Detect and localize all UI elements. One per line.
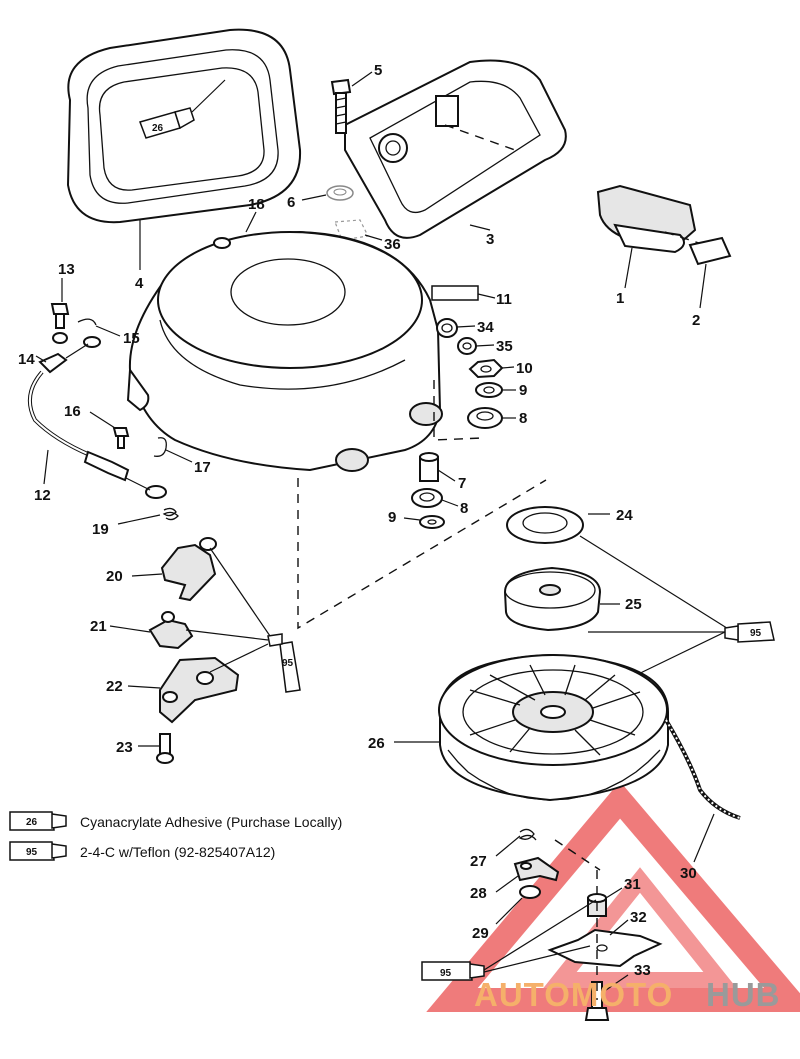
tube-95-bottom-label: 95 xyxy=(440,968,452,979)
callout-28: 28 xyxy=(470,885,487,902)
callout-5: 5 xyxy=(374,62,382,79)
part-11-decal xyxy=(431,285,496,301)
watermark-text: AUTOMOTO HUB xyxy=(474,976,781,1013)
part-35-grommet xyxy=(457,337,495,355)
callout-12: 12 xyxy=(34,487,51,504)
callout-20: 20 xyxy=(106,568,123,585)
callout-13: 13 xyxy=(58,261,75,278)
callout-16: 16 xyxy=(64,403,81,420)
part-13-screw xyxy=(50,278,70,329)
callout-25: 25 xyxy=(625,596,642,613)
part-9-washer-lower xyxy=(403,515,445,529)
legend-tube-95: 95 2-4-C w/Teflon (92-825407A12) xyxy=(9,841,275,861)
legend-tube-26: 26 Cyanacrylate Adhesive (Purchase Local… xyxy=(9,811,342,831)
adhesive-tube-26: 26 xyxy=(139,79,226,139)
callout-27: 27 xyxy=(470,853,487,870)
callout-4: 4 xyxy=(135,275,144,292)
part-33-bolt xyxy=(584,974,629,1021)
part-34-grommet xyxy=(436,318,476,338)
callout-23: 23 xyxy=(116,739,133,756)
part-36-clip xyxy=(334,219,383,241)
legend-text-95: 2-4-C w/Teflon (92-825407A12) xyxy=(80,844,275,860)
grease-tube-95-bottom: 95 xyxy=(421,899,597,981)
part-8-bushing-upper xyxy=(467,407,516,429)
callout-34: 34 xyxy=(477,319,494,336)
legend-code-95: 95 xyxy=(26,847,38,858)
part-5-screw xyxy=(330,71,373,134)
part-23-screw xyxy=(138,733,174,764)
legend-code-26: 26 xyxy=(26,817,38,828)
part-25-drive-cam xyxy=(503,566,730,633)
tube-95-right-label: 95 xyxy=(750,628,762,639)
part-29-clip xyxy=(495,885,541,925)
callout-9a: 9 xyxy=(519,382,527,399)
part-15-clip xyxy=(77,318,121,337)
part-30-rope xyxy=(664,718,741,863)
callout-8b: 8 xyxy=(460,500,468,517)
tube-26-label: 26 xyxy=(152,123,164,134)
part-18-housing xyxy=(126,211,547,630)
part-17-clip xyxy=(153,437,193,463)
part-21-cam xyxy=(109,611,269,650)
callout-22: 22 xyxy=(106,678,123,695)
callout-17: 17 xyxy=(194,459,211,476)
callout-31: 31 xyxy=(624,876,641,893)
callout-9b: 9 xyxy=(388,509,396,526)
part-3-bracket xyxy=(344,59,567,239)
part-14-terminal xyxy=(35,332,101,374)
callout-33: 33 xyxy=(634,962,651,979)
callout-18: 18 xyxy=(248,196,265,213)
grease-tube-95-left: 95 xyxy=(267,633,301,693)
part-26-pulley xyxy=(394,653,669,802)
tube-95-left-label: 95 xyxy=(282,658,294,669)
part-16-screw xyxy=(89,411,130,449)
callout-15: 15 xyxy=(123,330,140,347)
callout-26: 26 xyxy=(368,735,385,752)
part-12-ground-wire xyxy=(27,370,167,499)
part-8-bushing-lower xyxy=(411,488,459,508)
legend-text-26: Cyanacrylate Adhesive (Purchase Locally) xyxy=(80,814,342,830)
watermark-triangle-outer xyxy=(426,781,800,1012)
watermark-text-b: HUB xyxy=(706,976,781,1013)
callout-24: 24 xyxy=(616,507,633,524)
callout-8a: 8 xyxy=(519,410,527,427)
callout-10: 10 xyxy=(516,360,533,377)
part-27-spring xyxy=(495,828,537,857)
callout-3: 3 xyxy=(486,231,494,248)
part-6-washer xyxy=(301,185,354,201)
callout-32: 32 xyxy=(630,909,647,926)
part-10-nut xyxy=(468,358,515,379)
callout-2: 2 xyxy=(692,312,700,329)
callout-6: 6 xyxy=(287,194,295,211)
part-9-washer-upper xyxy=(475,382,516,398)
part-32-plate xyxy=(547,919,663,968)
part-28-pawl xyxy=(495,856,560,893)
part-2-insert xyxy=(688,236,732,309)
legend: 26 Cyanacrylate Adhesive (Purchase Local… xyxy=(9,811,342,861)
callout-36: 36 xyxy=(384,236,401,253)
part-19-spring xyxy=(117,507,179,525)
part-22-plate xyxy=(127,643,269,724)
callout-19: 19 xyxy=(92,521,109,538)
watermark-logo xyxy=(426,781,800,1012)
callout-14: 14 xyxy=(18,351,35,368)
part-7-spacer xyxy=(419,452,456,482)
callout-21: 21 xyxy=(90,618,107,635)
part-1-handle xyxy=(596,184,706,289)
callout-30: 30 xyxy=(680,865,697,882)
part-24-retainer xyxy=(506,506,731,631)
callout-1: 1 xyxy=(616,290,624,307)
callout-labels: 1 2 3 4 5 6 7 8 8 9 9 10 11 12 13 14 15 … xyxy=(18,62,700,979)
callout-11: 11 xyxy=(496,291,512,308)
callout-29: 29 xyxy=(472,925,489,942)
callout-35: 35 xyxy=(496,338,513,355)
callout-7: 7 xyxy=(458,475,466,492)
part-20-lever xyxy=(131,537,271,637)
watermark-text-a: AUTOMOTO xyxy=(474,976,673,1013)
